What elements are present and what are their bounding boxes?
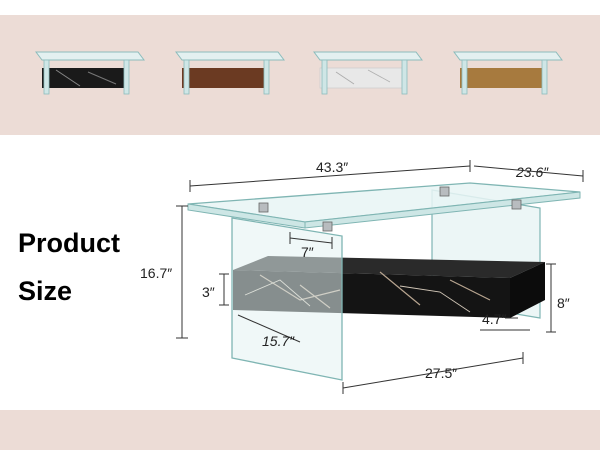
dim-leg-span-label: 27.5″ <box>425 365 458 381</box>
dim-glass-gap-label: 7″ <box>301 244 314 260</box>
bracket-3 <box>439 186 450 197</box>
dim-shelf-depth-label: 15.7″ <box>262 333 295 349</box>
variant-black-marble-table <box>35 51 145 95</box>
bracket-1 <box>258 202 269 213</box>
variant-walnut-table <box>175 51 285 95</box>
dim-depth-label: 23.6″ <box>516 164 549 180</box>
dim-shelf-height-label: 8″ <box>557 295 570 311</box>
variant-oak-table <box>453 51 563 95</box>
dim-shelf-inset-label: 4.7″ <box>482 311 507 327</box>
dim-shelf-thickness-label: 3″ <box>202 284 215 300</box>
heading-size: Size <box>18 276 73 306</box>
bracket-4 <box>511 199 522 210</box>
glass-top <box>187 182 581 229</box>
dim-length-label: 43.3″ <box>316 159 349 175</box>
dim-height-label: 16.7″ <box>140 265 173 281</box>
bottom-banner <box>0 410 600 450</box>
heading-product: Product <box>18 228 121 258</box>
glass-leg-left <box>231 217 343 381</box>
variant-white-marble-table <box>313 51 423 95</box>
bracket-2 <box>322 221 333 232</box>
dimension-lines <box>176 160 584 394</box>
